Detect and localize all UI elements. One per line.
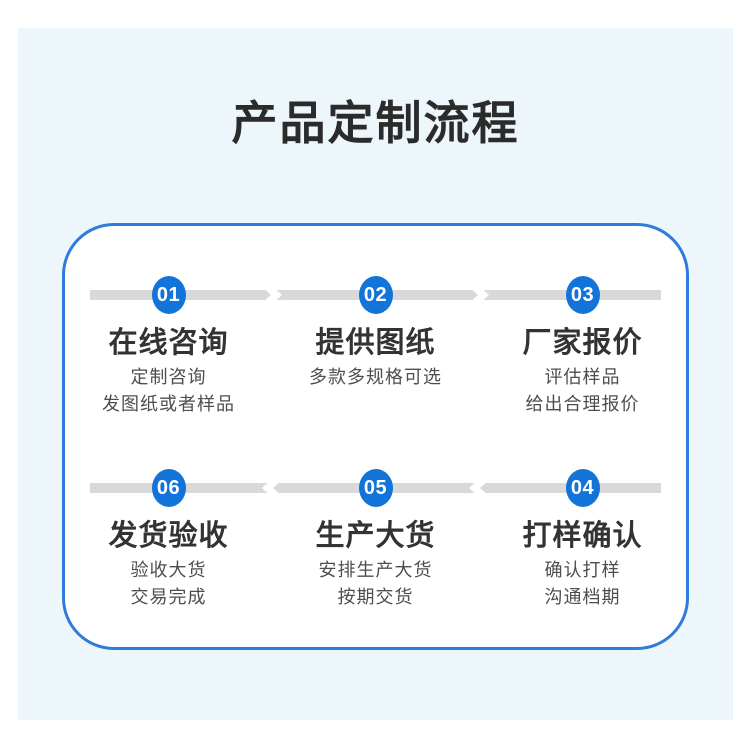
step-number-badge: 06 xyxy=(151,469,186,507)
desc-line: 评估样品 xyxy=(544,367,621,387)
arrow-chevron-right-icon xyxy=(261,287,282,303)
step-number-badge: 04 xyxy=(565,469,600,507)
desc-line: 发图纸或者样品 xyxy=(102,394,235,414)
step-description: 定制咨询 发图纸或者样品 xyxy=(102,364,235,418)
desc-line: 安排生产大货 xyxy=(318,560,433,580)
flow-row-bottom: 06 发货验收 验收大货 交易完成 05 生产大货 安排生产大货 按期交货 xyxy=(65,419,686,612)
step-number-badge: 03 xyxy=(565,276,600,314)
step-number-badge: 02 xyxy=(358,276,393,314)
step-factory-quote: 03 厂家报价 评估样品 给出合理报价 xyxy=(479,226,686,419)
step-title: 在线咨询 xyxy=(108,327,229,359)
desc-line: 验收大货 xyxy=(130,560,207,580)
desc-line: 沟通档期 xyxy=(544,587,621,607)
desc-line: 按期交货 xyxy=(337,587,414,607)
step-title: 厂家报价 xyxy=(522,327,643,359)
arrow-chevron-left-icon xyxy=(261,480,282,496)
step-description: 安排生产大货 按期交货 xyxy=(319,557,433,611)
page-title: 产品定制流程 xyxy=(231,97,520,149)
arrow-chevron-left-icon xyxy=(469,480,490,496)
step-title: 打样确认 xyxy=(522,520,643,552)
step-description: 验收大货 交易完成 xyxy=(131,557,207,611)
arrow-chevron-right-icon xyxy=(469,287,490,303)
step-description: 确认打样 沟通档期 xyxy=(545,557,621,611)
step-title: 发货验收 xyxy=(108,520,229,552)
desc-line: 定制咨询 xyxy=(130,367,207,387)
step-provide-drawings: 02 提供图纸 多款多规格可选 xyxy=(272,226,479,419)
flow-row-top: 01 在线咨询 定制咨询 发图纸或者样品 02 提供图纸 多款多规格可选 03 xyxy=(65,226,686,419)
step-sample-confirmation: 04 打样确认 确认打样 沟通档期 xyxy=(479,419,686,612)
step-title: 生产大货 xyxy=(315,520,436,552)
step-title: 提供图纸 xyxy=(315,327,436,359)
desc-line: 给出合理报价 xyxy=(525,394,640,414)
step-bulk-production: 05 生产大货 安排生产大货 按期交货 xyxy=(272,419,479,612)
step-delivery-acceptance: 06 发货验收 验收大货 交易完成 xyxy=(65,419,272,612)
step-number-badge: 05 xyxy=(358,469,393,507)
process-flow-box: 01 在线咨询 定制咨询 发图纸或者样品 02 提供图纸 多款多规格可选 03 xyxy=(62,223,689,650)
desc-line: 多款多规格可选 xyxy=(309,367,442,387)
step-description: 多款多规格可选 xyxy=(309,364,442,391)
steps-container: 06 发货验收 验收大货 交易完成 05 生产大货 安排生产大货 按期交货 xyxy=(65,419,686,612)
desc-line: 交易完成 xyxy=(130,587,207,607)
background-card: 产品定制流程 01 在线咨询 定制咨询 发图纸或者样品 02 提供图纸 xyxy=(18,28,733,720)
step-description: 评估样品 给出合理报价 xyxy=(526,364,640,418)
step-number-badge: 01 xyxy=(151,276,186,314)
desc-line: 确认打样 xyxy=(544,560,621,580)
step-online-consult: 01 在线咨询 定制咨询 发图纸或者样品 xyxy=(65,226,272,419)
steps-container: 01 在线咨询 定制咨询 发图纸或者样品 02 提供图纸 多款多规格可选 03 xyxy=(65,226,686,419)
